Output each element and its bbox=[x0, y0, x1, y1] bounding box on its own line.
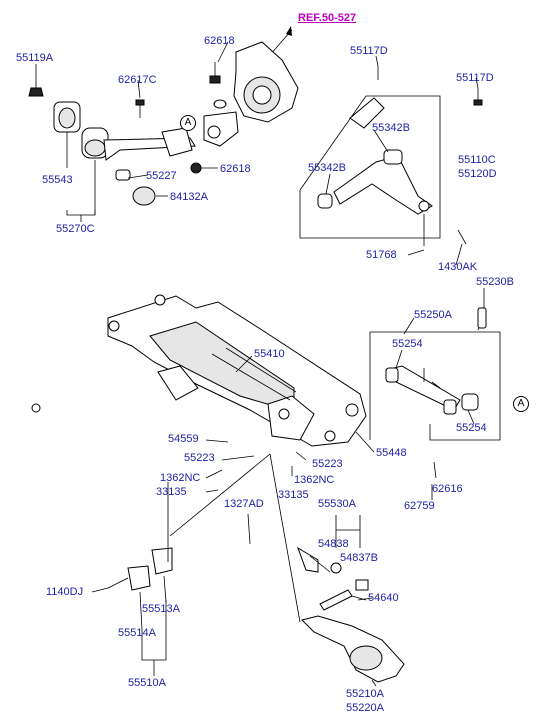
label-55119A: 55119A bbox=[16, 52, 54, 64]
label-62616: 62616 bbox=[432, 483, 463, 495]
label-1430AK: 1430AK bbox=[438, 261, 478, 273]
label-55543: 55543 bbox=[42, 174, 73, 186]
leader-lines bbox=[91, 41, 485, 687]
bushing-drawings bbox=[28, 62, 221, 222]
label-54837B: 54837B bbox=[340, 552, 378, 564]
label-55117D-a: 55117D bbox=[350, 45, 388, 57]
label-62617C: 62617C bbox=[118, 74, 157, 86]
label-33135-b: 33135 bbox=[278, 489, 309, 501]
label-55342B-a: 55342B bbox=[372, 122, 410, 134]
link-parts-drawing bbox=[309, 515, 369, 591]
label-84132A: 84132A bbox=[170, 191, 208, 203]
label-55510A: 55510A bbox=[128, 677, 166, 689]
label-1140DJ: 1140DJ bbox=[46, 586, 84, 598]
label-55227: 55227 bbox=[146, 170, 177, 182]
label-55230B: 55230B bbox=[476, 276, 514, 288]
label-55514A: 55514A bbox=[118, 627, 156, 639]
label-1362NC-b: 1362NC bbox=[294, 474, 335, 486]
label-33135-a: 33135 bbox=[156, 486, 187, 498]
ref-arrowhead bbox=[286, 26, 292, 36]
label-55210A: 55210A bbox=[346, 688, 384, 700]
label-62618-mid: 62618 bbox=[220, 163, 251, 175]
stabilizer-bar-drawing bbox=[19, 403, 319, 591]
rear-knuckle-drawing bbox=[203, 41, 299, 147]
label-55513A: 55513A bbox=[142, 603, 180, 615]
label-55410: 55410 bbox=[254, 348, 285, 360]
label-55223-b: 55223 bbox=[312, 458, 343, 470]
label-55117D-b: 55117D bbox=[456, 72, 494, 84]
label-62759: 62759 bbox=[404, 500, 435, 512]
label-54559: 54559 bbox=[168, 433, 199, 445]
label-62618-top: 62618 bbox=[204, 35, 235, 47]
callout-a-top: A bbox=[180, 115, 196, 131]
callout-a-right: A bbox=[513, 396, 529, 412]
label-55220A: 55220A bbox=[346, 702, 384, 714]
label-55342B-b: 55342B bbox=[308, 162, 346, 174]
label-55110C: 55110C bbox=[458, 154, 496, 166]
label-55270C: 55270C bbox=[56, 223, 95, 235]
label-54838: 54838 bbox=[318, 538, 349, 550]
label-1362NC-a: 1362NC bbox=[160, 472, 201, 484]
label-55254-a: 55254 bbox=[392, 338, 423, 350]
label-54640: 54640 bbox=[368, 592, 399, 604]
label-55250A: 55250A bbox=[414, 309, 452, 321]
label-55120D: 55120D bbox=[458, 168, 497, 180]
label-51768: 51768 bbox=[366, 249, 397, 261]
label-55223-a: 55223 bbox=[184, 452, 215, 464]
label-55254-b: 55254 bbox=[456, 422, 487, 434]
upper-arm-group bbox=[299, 66, 483, 246]
label-55448: 55448 bbox=[376, 447, 407, 459]
reference-link[interactable]: REF.50-527 bbox=[298, 12, 357, 24]
label-1327AD: 1327AD bbox=[224, 498, 264, 510]
lateral-arm-group bbox=[369, 307, 501, 441]
label-55530A: 55530A bbox=[318, 498, 356, 510]
lower-arm-drawing bbox=[301, 589, 405, 683]
